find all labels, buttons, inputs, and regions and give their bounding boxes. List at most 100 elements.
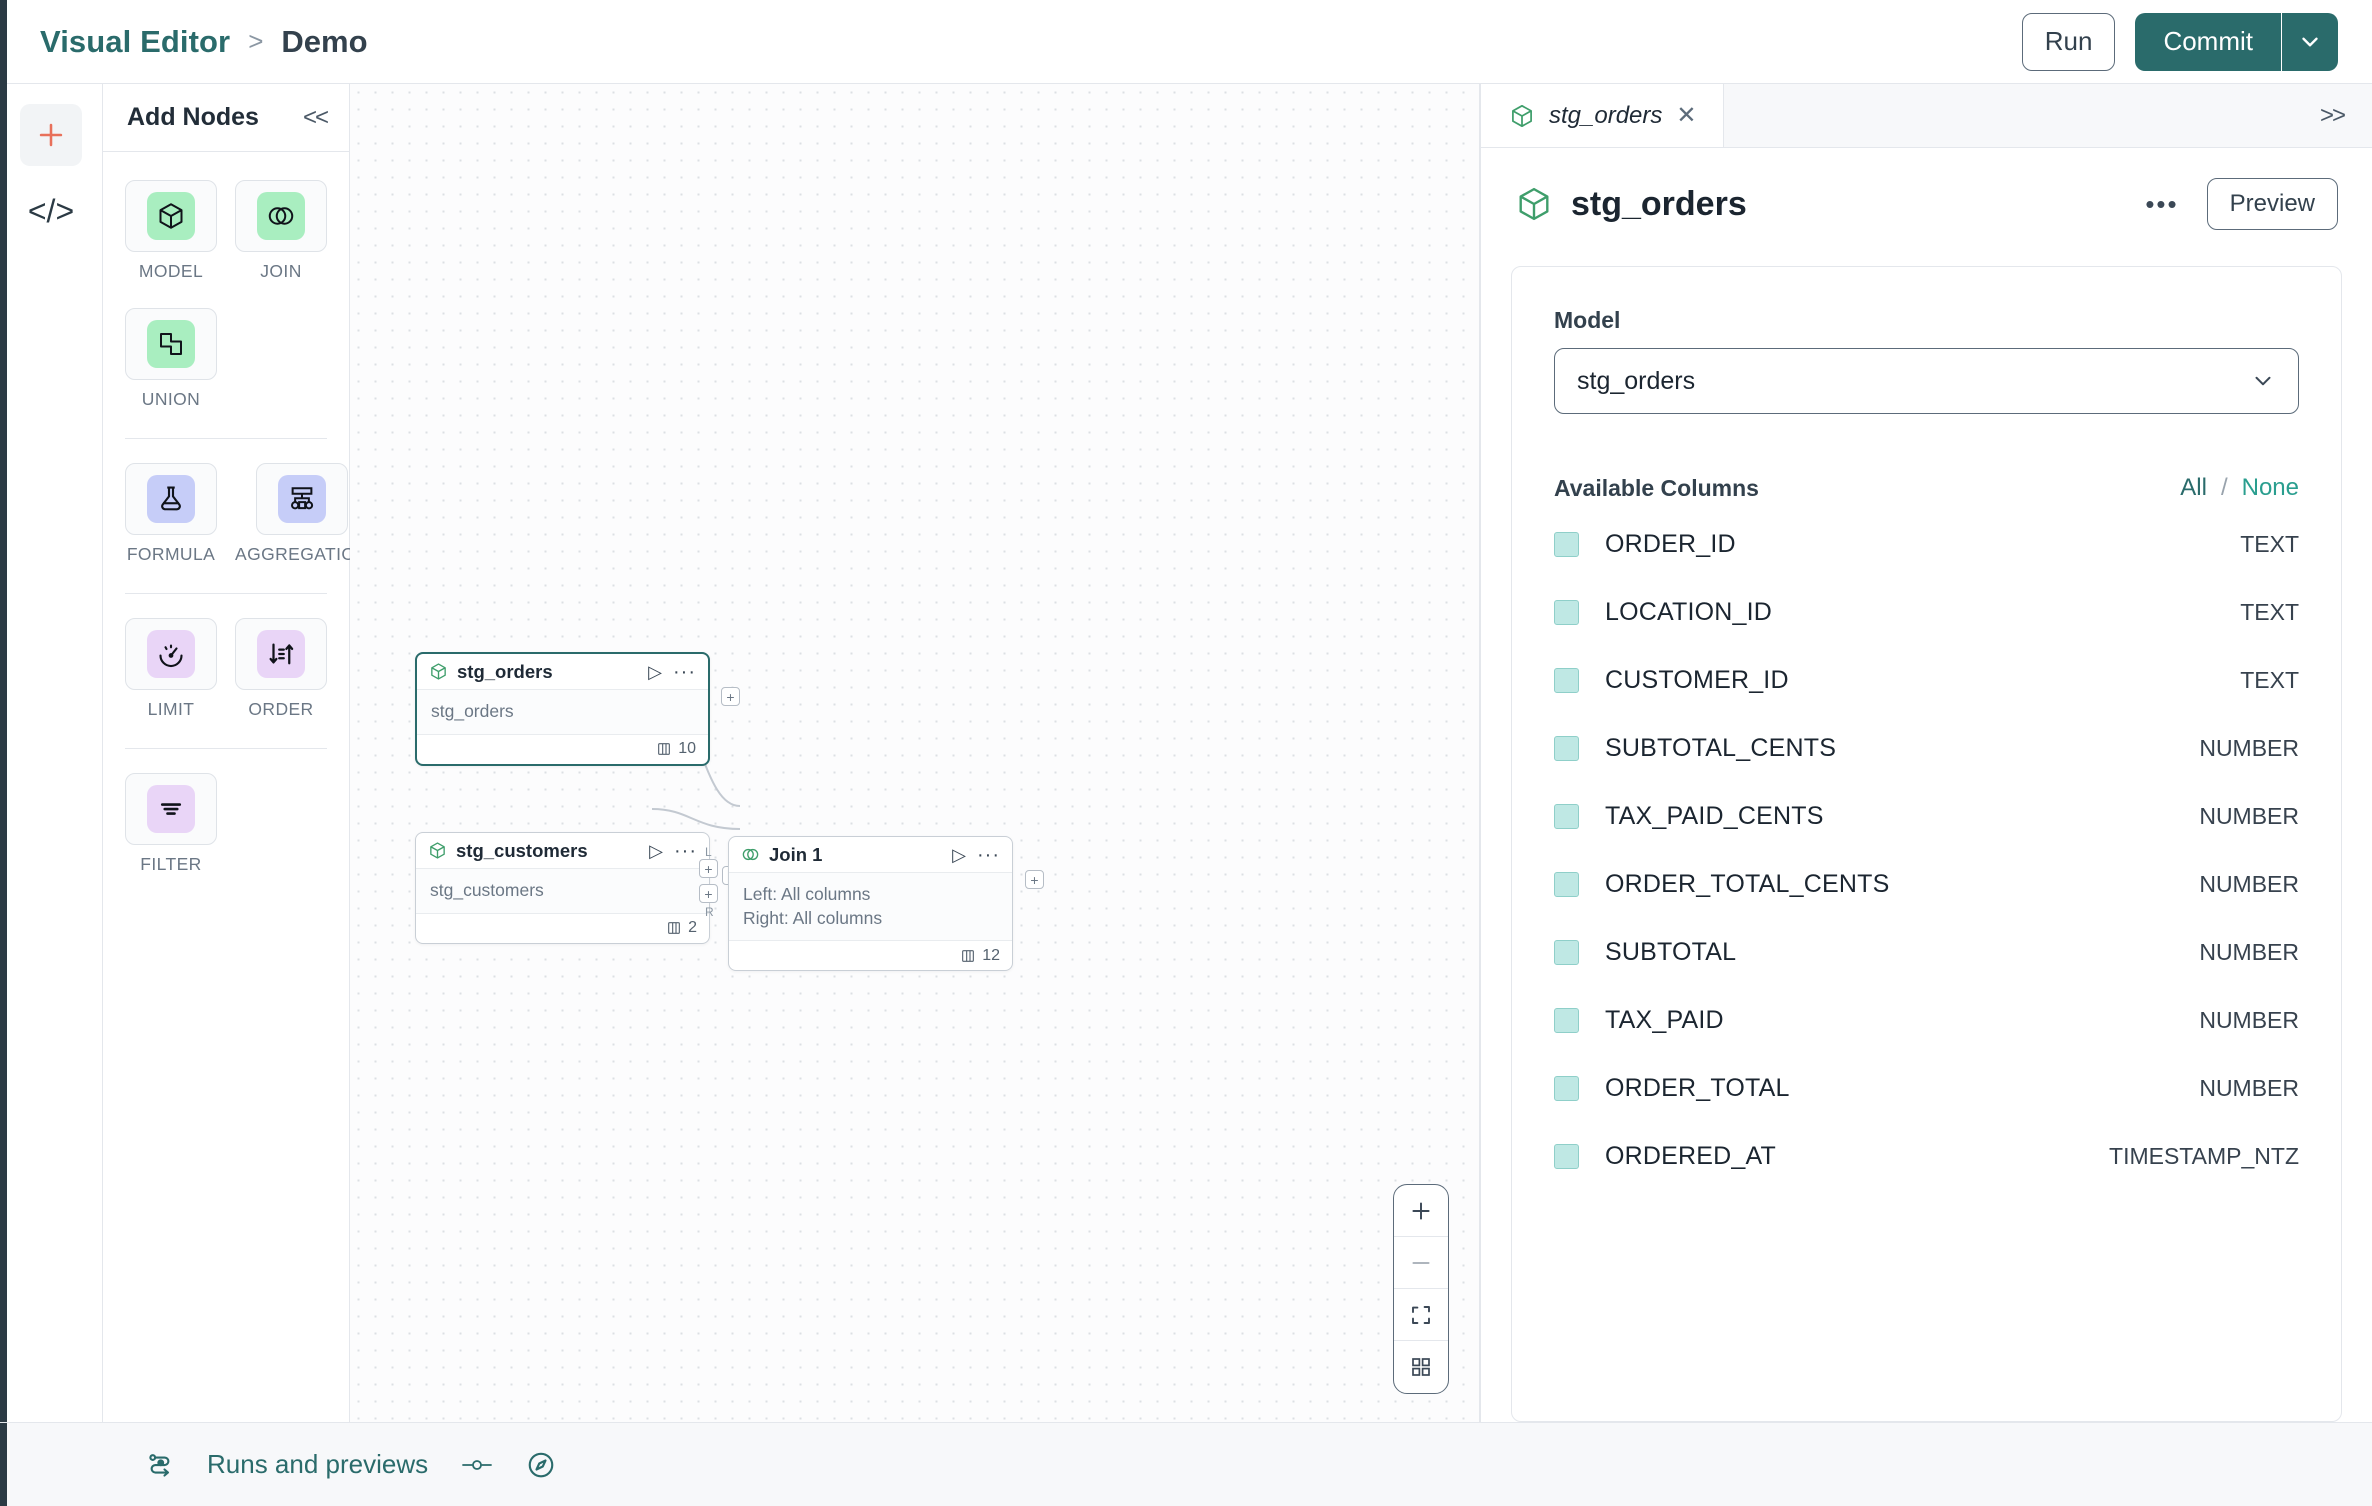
column-checkbox[interactable]: [1554, 1075, 1579, 1101]
runs-and-previews-label[interactable]: Runs and previews: [207, 1449, 429, 1479]
column-type: NUMBER: [2199, 870, 2299, 897]
node-header: Join 1 ▷ ···: [729, 837, 1012, 873]
union-shapes-icon: [160, 333, 182, 355]
node-menu-icon[interactable]: ···: [674, 839, 697, 862]
canvas-node-join-1[interactable]: Join 1 ▷ ··· Left: All columns Right: Al…: [699, 836, 1044, 972]
node-tile-aggregation[interactable]: [255, 463, 348, 535]
node-option-filter[interactable]: FILTER: [125, 773, 217, 891]
node-option-order[interactable]: ORDER: [235, 618, 327, 736]
cube-icon: [1519, 187, 1549, 221]
collapse-panel-button[interactable]: <<: [302, 103, 329, 131]
node-run-icon[interactable]: ▷: [648, 661, 663, 682]
chevron-down-icon: [2302, 37, 2318, 46]
model-select[interactable]: stg_orders: [1554, 348, 2299, 414]
tab-label: stg_orders: [1549, 101, 1663, 129]
node-body-line-left: Left: All columns: [743, 884, 871, 904]
column-checkbox[interactable]: [1554, 1143, 1579, 1169]
node-option-join[interactable]: JOIN: [235, 180, 327, 298]
minimap-toggle-button[interactable]: [1394, 1341, 1448, 1393]
runs-and-previews-button[interactable]: [145, 1450, 175, 1480]
node-option-aggregation[interactable]: AGGREGATION: [235, 463, 368, 581]
select-all-link[interactable]: All: [2180, 474, 2207, 501]
panel-divider-3: [125, 748, 327, 749]
add-nodes-panel: Add Nodes << MODEL: [103, 84, 368, 1422]
select-none-link[interactable]: None: [2241, 474, 2299, 501]
node-menu-icon[interactable]: ···: [673, 660, 696, 683]
node-option-model[interactable]: MODEL: [125, 180, 217, 298]
tab-close-icon[interactable]: ✕: [1676, 102, 1697, 129]
run-toggle-button[interactable]: [460, 1452, 494, 1478]
commit-button[interactable]: Commit: [2135, 12, 2282, 71]
node-column-count: 12: [982, 946, 1000, 964]
node-output-port[interactable]: +: [721, 687, 740, 706]
column-checkbox[interactable]: [1554, 599, 1579, 625]
run-button[interactable]: Run: [2021, 12, 2116, 71]
column-checkbox[interactable]: [1554, 803, 1579, 829]
node-option-limit[interactable]: LIMIT: [125, 618, 217, 736]
inspector-more-button[interactable]: •••: [2145, 188, 2179, 219]
node-tile-order[interactable]: [235, 618, 327, 690]
node-tile-filter[interactable]: [125, 773, 217, 845]
column-checkbox[interactable]: [1554, 735, 1579, 761]
order-icon-wrap: [257, 630, 305, 678]
zoom-in-button[interactable]: [1394, 1185, 1448, 1237]
node-tile-limit[interactable]: [125, 618, 217, 690]
node-tile-join[interactable]: [235, 180, 327, 252]
node-label-model: MODEL: [138, 261, 204, 281]
node-tile-formula[interactable]: [125, 463, 217, 535]
node-run-icon[interactable]: ▷: [649, 840, 664, 861]
breadcrumb-root-link[interactable]: Visual Editor: [40, 23, 231, 59]
slider-toggle-icon: [462, 1459, 493, 1470]
column-checkbox[interactable]: [1554, 871, 1579, 897]
cube-icon: [159, 203, 183, 229]
preview-button[interactable]: Preview: [2206, 178, 2338, 230]
plus-icon: [39, 123, 63, 147]
join-left-input-port[interactable]: +: [699, 859, 718, 878]
node-tile-model[interactable]: [125, 180, 217, 252]
zoom-out-button[interactable]: [1394, 1237, 1448, 1289]
node-body-line: stg_orders: [431, 701, 514, 721]
available-columns-header: Available Columns All / None: [1554, 474, 2299, 502]
node-tile-union[interactable]: [125, 308, 217, 380]
column-checkbox[interactable]: [1554, 1007, 1579, 1033]
column-checkbox[interactable]: [1554, 531, 1579, 557]
fit-view-button[interactable]: [1394, 1289, 1448, 1341]
tab-stg-orders[interactable]: stg_orders ✕: [1481, 84, 1724, 147]
node-menu-icon[interactable]: ···: [977, 843, 1000, 866]
aggregation-icon-wrap: [277, 475, 326, 523]
node-header: stg_customers ▷ ···: [416, 833, 709, 869]
commit-dropdown-button[interactable]: [2282, 12, 2338, 71]
node-group-sources: MODEL JOIN: [125, 180, 327, 426]
canvas-node-stg-orders[interactable]: stg_orders ▷ ··· stg_orders 10 +: [415, 652, 740, 766]
join-right-input-port[interactable]: +: [699, 884, 718, 903]
column-name: TAX_PAID: [1605, 1005, 1724, 1034]
plus-icon: [1412, 1201, 1430, 1220]
node-run-icon[interactable]: ▷: [952, 844, 967, 865]
code-icon: </>: [27, 192, 75, 229]
node-column-count: 10: [678, 740, 696, 758]
rail-add-button[interactable]: [20, 104, 82, 166]
node-option-formula[interactable]: FORMULA: [125, 463, 217, 581]
chevron-down-icon: [2255, 376, 2271, 386]
column-checkbox[interactable]: [1554, 939, 1579, 965]
bottom-bar: Runs and previews: [0, 1422, 2372, 1506]
explore-button[interactable]: [526, 1450, 556, 1480]
join-output-port[interactable]: +: [1025, 870, 1044, 889]
rail-code-button[interactable]: </>: [20, 180, 82, 242]
column-checkbox[interactable]: [1554, 667, 1579, 693]
node-option-union[interactable]: UNION: [125, 308, 217, 426]
canvas-node-stg-customers[interactable]: stg_customers ▷ ··· stg_customers 2 +: [415, 832, 741, 944]
flow-runs-icon: [149, 1453, 170, 1477]
flow-canvas[interactable]: stg_orders ▷ ··· stg_orders 10 + stg_cus…: [350, 84, 1480, 1422]
expand-panel-button[interactable]: >>: [2319, 101, 2346, 129]
